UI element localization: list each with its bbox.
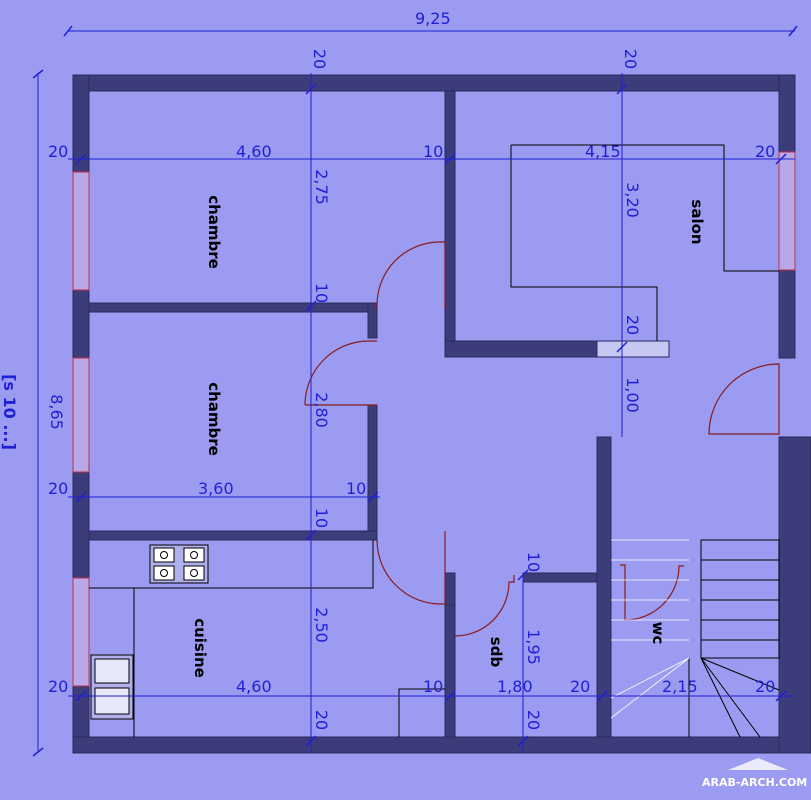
dim-sdb-top-wall: 10 [524,552,543,572]
window-cuisine [72,577,90,687]
salon-sill [596,340,670,358]
sink-icon [90,654,134,720]
dim-sdb-height: 1,95 [524,629,543,665]
dim-cuisine-width: 4,60 [236,677,272,696]
side-note: [s 10 ...] [0,374,19,450]
watermark-text: ARAB-ARCH.COM [702,776,807,789]
dimension-lines [32,25,798,757]
dim-left-wall-top: 20 [48,142,68,161]
dim-partition-wall-2: 10 [312,508,331,528]
wall-cuisine-top [88,530,378,541]
dim-chambre2-height: 2,80 [312,392,331,428]
salon-sofa-outline [510,144,779,341]
wall-cuisine-right [444,603,456,738]
door-wc [620,564,684,621]
room-label-chambre-1: chambre [205,195,223,269]
dim-bottom-wall-left: 20 [312,710,331,730]
dim-chambre2-width: 3,60 [198,479,234,498]
dim-hall-depth: 1,00 [623,377,642,413]
dim-right-wall-bottom: 20 [755,677,775,696]
room-label-wc: wc [649,622,667,645]
dim-stair-width: 2,15 [662,677,698,696]
dim-left-wall-bottom: 20 [48,677,68,696]
door-chambre1 [376,241,446,310]
window-chambre2 [72,357,90,473]
dim-left-wall-mid: 20 [48,479,68,498]
door-sdb [454,575,515,637]
dim-chambre1-height: 2,75 [312,169,331,205]
room-label-salon: salon [688,199,706,244]
dim-sdb-right-wall: 20 [570,677,590,696]
wall-top [72,74,796,92]
wall-right-lower [778,436,811,754]
dim-top-left-wall: 20 [310,49,329,69]
wall-chambre2-right [367,404,378,532]
dim-chambre1-width: 4,60 [236,142,272,161]
room-label-cuisine: cuisine [191,618,209,678]
fixtures [89,144,780,738]
windows [72,151,796,687]
wall-bottom [72,736,796,754]
wall-chambre1-right-stub [367,302,378,339]
door-cuisine [376,531,446,605]
dim-total-height: 8,65 [47,394,66,430]
dim-total-width: 9,25 [415,9,451,28]
dimension-labels: 9,25 8,65 20 20 20 4,60 10 4,15 20 2,75 … [0,9,775,730]
window-chambre1 [72,171,90,291]
walls [72,74,811,754]
door-chambre2 [304,340,377,406]
dim-salon-height: 3,20 [623,182,642,218]
dim-chambre2-right-wall: 10 [346,479,366,498]
dim-inner-wall-top: 10 [423,142,443,161]
dim-cuisine-height: 2,50 [312,607,331,643]
stove-icon [149,544,209,584]
wall-salon-bottom [444,340,598,358]
staircase [610,539,780,738]
wall-chambre-partition [88,302,378,313]
dim-salon-bottom-wall: 20 [623,315,642,335]
dim-right-wall-top: 20 [755,142,775,161]
wall-sdb-right [596,436,612,738]
room-label-chambre-2: chambre [205,382,223,456]
bathtub-outline [398,688,445,737]
door-entrance [708,363,780,435]
room-labels: chambre chambre salon cuisine sdb wc [191,195,706,678]
kitchen-counter [89,540,374,737]
dim-sdb-width: 1,80 [497,677,533,696]
dim-top-right-wall: 20 [621,49,640,69]
wall-salon-left [444,90,456,358]
dim-salon-width: 4,15 [585,142,621,161]
wall-sdb-left-stub [444,572,456,606]
window-salon [778,151,796,271]
dim-bottom-wall-right: 20 [524,710,543,730]
room-label-sdb: sdb [487,637,505,668]
dim-partition-wall-1: 10 [312,283,331,303]
dim-cuisine-right-wall: 10 [423,677,443,696]
watermark-logo: ARAB-ARCH.COM [702,758,807,789]
